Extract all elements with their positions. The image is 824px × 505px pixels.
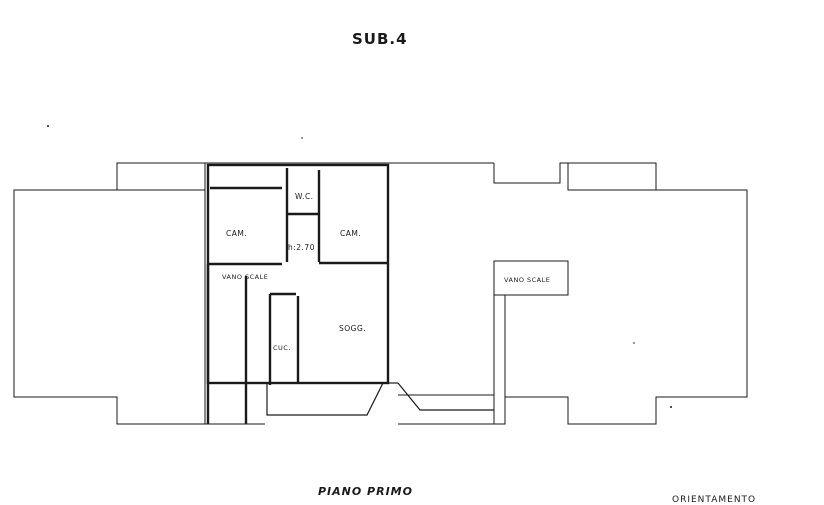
room-label-cam-left: CAM. — [226, 229, 247, 238]
scan-dot — [633, 342, 635, 344]
bay-balcony — [266, 382, 384, 416]
scan-dot — [301, 137, 303, 139]
floor-label: PIANO PRIMO — [318, 485, 413, 498]
height-label: h:2.70 — [288, 243, 315, 252]
orientation-stamp: ORIENTAMENTO — [672, 495, 757, 505]
room-label-cucina: CUC. — [273, 344, 291, 352]
scan-dot — [670, 406, 672, 408]
scan-dot — [47, 125, 49, 127]
room-label-stair-right: VANO SCALE — [504, 276, 550, 284]
room-label-wc: W.C. — [295, 192, 314, 201]
room-label-cam-right: CAM. — [340, 229, 361, 238]
right-stair-hall — [493, 260, 569, 425]
left-wing-outline — [13, 162, 206, 425]
bay-balcony-right — [397, 382, 494, 411]
right-wing-outline — [493, 162, 748, 425]
sheet-title: SUB.4 — [352, 30, 408, 48]
room-label-stair-left: VANO SCALE — [222, 273, 268, 281]
room-label-soggiorno: SOGG. — [339, 324, 366, 333]
